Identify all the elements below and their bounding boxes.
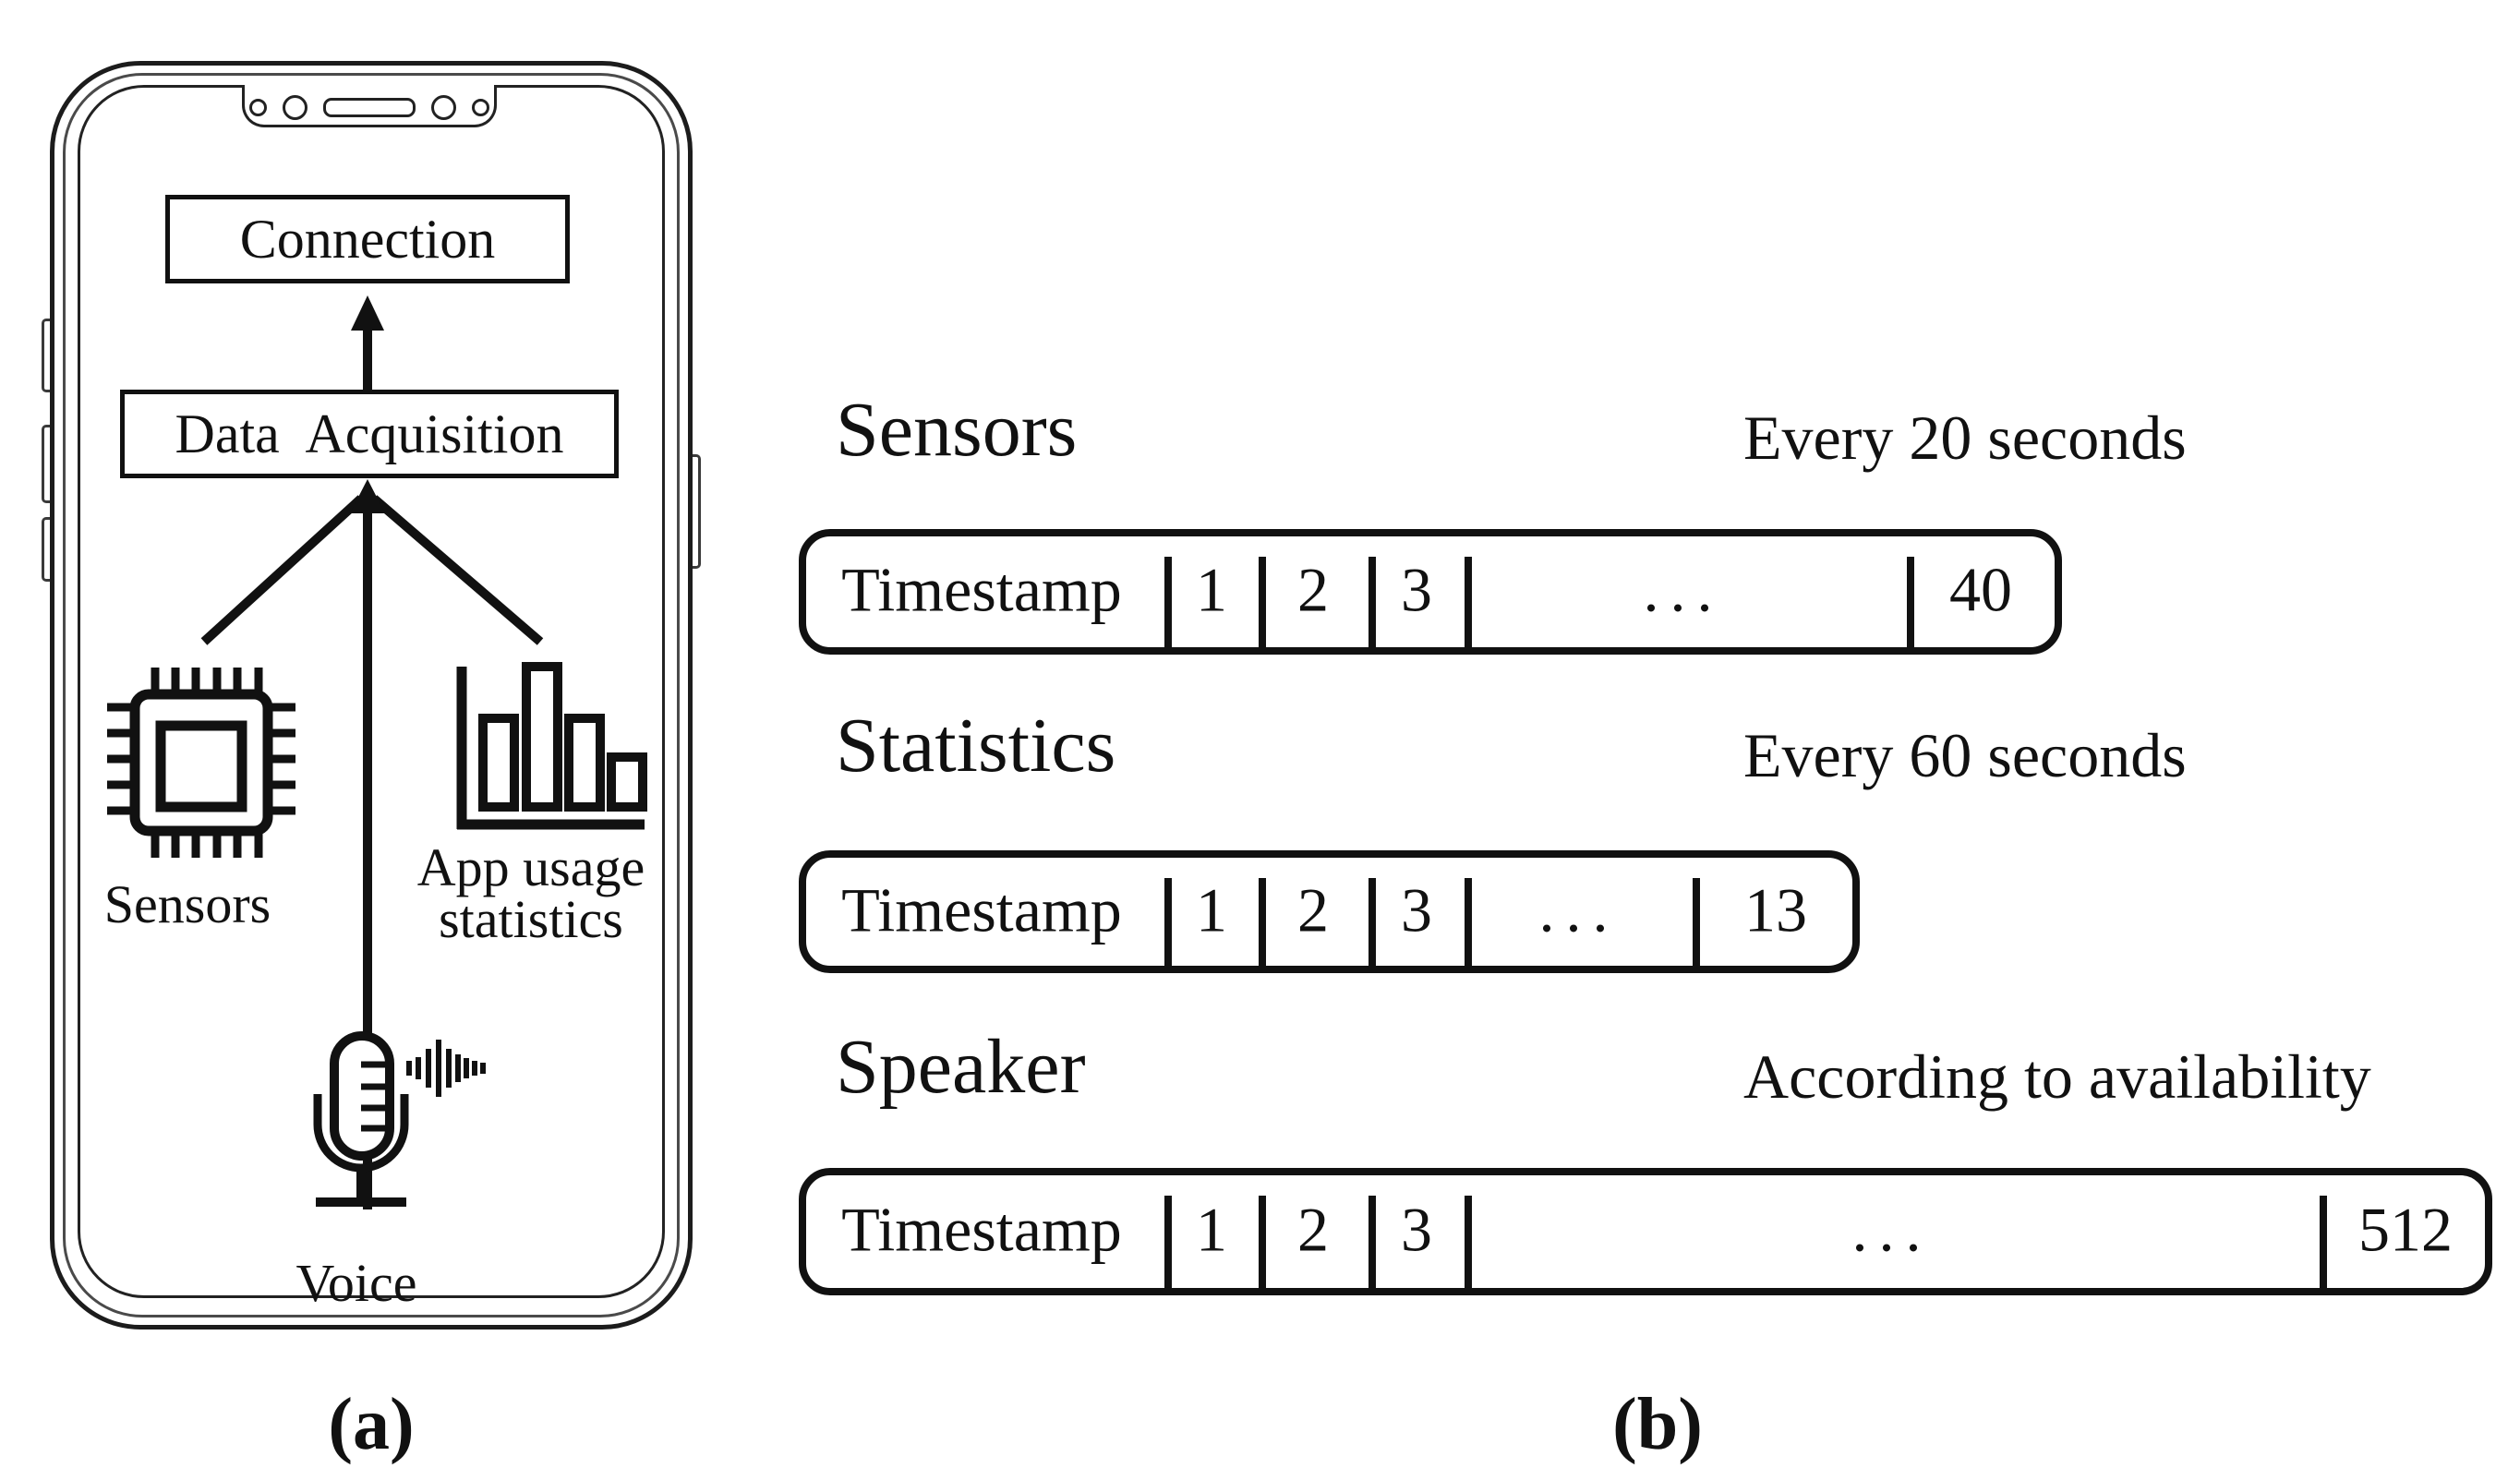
cell-divider (1465, 878, 1472, 966)
bar-chart-icon (456, 662, 647, 830)
row-frequency-sensors: Every 20 seconds (1743, 403, 2187, 473)
row-frequency-statistics: Every 60 seconds (1743, 720, 2187, 790)
cell-divider (1907, 557, 1914, 647)
arrowhead-converge-icon (350, 479, 385, 513)
phone-power-button (693, 454, 701, 569)
record-box-speaker: Timestamp 1 2 3 ... 512 (799, 1168, 2492, 1295)
cell-value: 3 (1401, 554, 1432, 625)
sensors-icon-label: Sensors (103, 874, 271, 934)
cell-value: 13 (1744, 873, 1807, 945)
cell-ellipsis: ... (1643, 554, 1724, 625)
cell-divider (1369, 878, 1376, 966)
notch-sensor-dot-icon (249, 99, 267, 116)
phone-inner-frame (63, 73, 680, 1318)
chip-icon (107, 668, 295, 858)
cell-divider (1259, 557, 1266, 647)
cell-divider (2320, 1196, 2327, 1288)
phone-volume-up-button (42, 425, 50, 503)
cell-divider (1259, 878, 1266, 966)
microphone-icon (313, 1031, 409, 1207)
row-title-statistics: Statistics (836, 703, 1116, 788)
cell-divider (1259, 1196, 1266, 1288)
cell-ellipsis: ... (1851, 1194, 1933, 1265)
phone-volume-down-button (42, 517, 50, 582)
app-usage-label-line2: statistics (439, 889, 623, 949)
record-box-sensors: Timestamp 1 2 3 ... 40 (799, 529, 2062, 655)
connection-box-label: Connection (239, 208, 496, 270)
cell-divider (1164, 878, 1172, 966)
cell-timestamp: Timestamp (841, 554, 1122, 625)
notch-speaker-slot-icon (323, 98, 416, 117)
caption-panel-a: (a) (328, 1384, 415, 1465)
row-title-sensors: Sensors (836, 387, 1078, 473)
caption-panel-b: (b) (1612, 1384, 1703, 1465)
data-acquisition-box: Data Acquisition (120, 390, 619, 478)
cell-value: 1 (1196, 873, 1227, 945)
cell-ellipsis: ... (1538, 873, 1620, 945)
row-title-speaker: Speaker (836, 1024, 1086, 1110)
cell-divider (1693, 878, 1700, 966)
row-frequency-speaker: According to availability (1743, 1041, 2371, 1112)
arrow-from-sensors (200, 495, 365, 645)
phone-mute-switch (42, 319, 50, 392)
cell-timestamp: Timestamp (841, 873, 1122, 945)
cell-value: 2 (1297, 1194, 1329, 1265)
cell-divider (1465, 557, 1472, 647)
cell-divider (1369, 557, 1376, 647)
arrow-from-app-usage (370, 495, 544, 645)
notch-camera-dot-icon (431, 95, 456, 120)
cell-value: 2 (1297, 554, 1329, 625)
cell-value: 1 (1196, 1194, 1227, 1265)
app-usage-icon-label: App usage statistics (416, 837, 645, 949)
cell-value: 40 (1949, 554, 2012, 625)
app-usage-label-line1: App usage (416, 837, 645, 897)
cell-value: 1 (1196, 554, 1227, 625)
cell-divider (1164, 1196, 1172, 1288)
cell-timestamp: Timestamp (841, 1194, 1122, 1265)
arrowhead-up-icon (351, 295, 384, 331)
notch-sensor-dot-icon (472, 99, 489, 116)
phone-notch (242, 85, 497, 127)
sound-waves-icon (406, 1040, 486, 1097)
cell-value: 3 (1401, 873, 1432, 945)
connection-box: Connection (165, 195, 570, 283)
cell-value: 512 (2358, 1194, 2453, 1265)
cell-divider (1369, 1196, 1376, 1288)
cell-divider (1465, 1196, 1472, 1288)
record-box-statistics: Timestamp 1 2 3 ... 13 (799, 850, 1860, 973)
voice-icon-label: Voice (295, 1253, 417, 1313)
cell-value: 3 (1401, 1194, 1432, 1265)
data-acquisition-box-label: Data Acquisition (175, 403, 564, 464)
notch-camera-dot-icon (283, 95, 307, 120)
cell-value: 2 (1297, 873, 1329, 945)
cell-divider (1164, 557, 1172, 647)
